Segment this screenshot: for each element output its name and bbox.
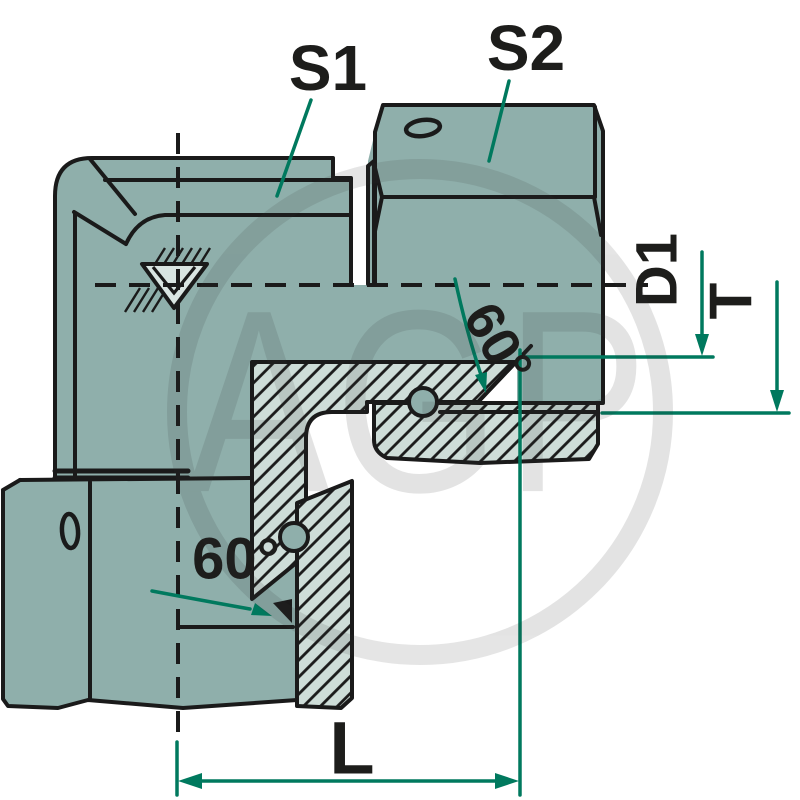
dimension-arrowheads [178, 334, 784, 789]
tube-dot-right [407, 386, 439, 418]
arrow-l-left [178, 773, 202, 789]
arrow-angle-lower [251, 603, 272, 616]
label-s1: S1 [289, 32, 367, 104]
label-angle-lower: 60° [192, 527, 280, 592]
section-hatch-body [250, 360, 518, 601]
leader-angle-upper [453, 277, 483, 377]
hex-oval-top-nut [403, 117, 443, 139]
swivel-nut-top [368, 105, 603, 403]
leader-angle-lower [150, 589, 252, 611]
detail-features [59, 117, 443, 553]
watermark-ring [167, 159, 673, 665]
hex-oval-bottom-nut [59, 511, 81, 551]
watermark: AGP [167, 159, 673, 665]
leader-s1 [275, 98, 313, 198]
leader-s2 [487, 79, 511, 163]
section-hatch-lower-stud [295, 479, 354, 710]
arrow-angle-upper [475, 372, 487, 393]
cone-gap-shadow [273, 599, 292, 623]
tube-dot-bottom [278, 521, 310, 553]
outline-linework [1, 103, 605, 710]
label-d1: D1 [625, 233, 690, 307]
label-l: L [329, 707, 374, 790]
label-s2: S2 [487, 12, 565, 84]
dimensions [150, 79, 791, 797]
arrow-t [770, 390, 784, 412]
section-hatch-right-washer [372, 401, 600, 465]
centerlines [95, 133, 648, 736]
label-t: T [698, 283, 765, 320]
arrow-l-right [495, 773, 519, 789]
arrow-d1 [695, 334, 709, 356]
watermark-text: AGP [188, 257, 653, 547]
